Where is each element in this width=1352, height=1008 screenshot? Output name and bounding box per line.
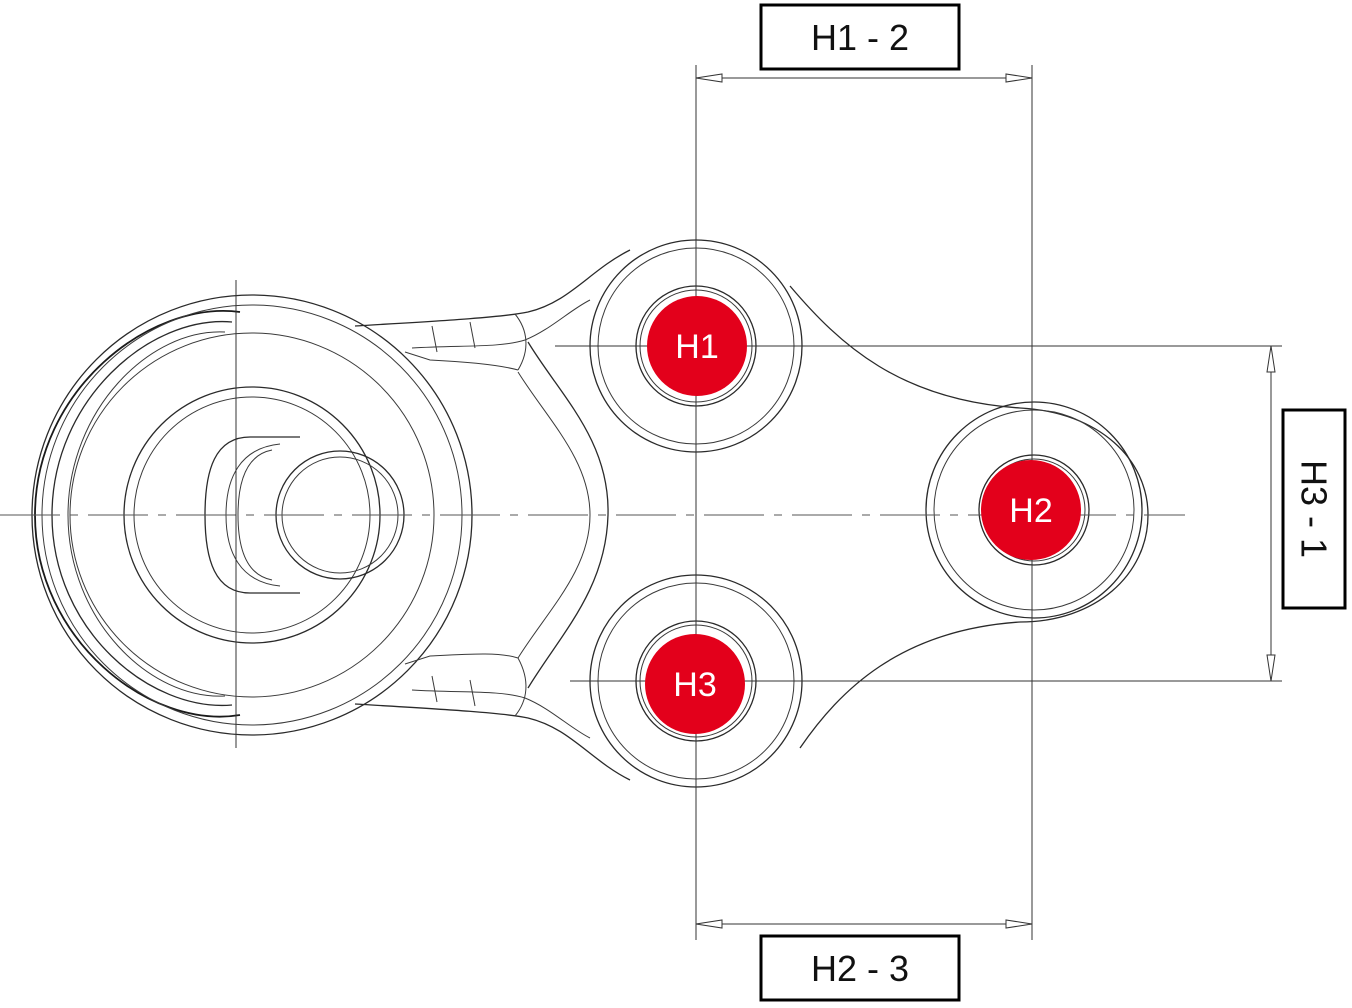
- arrow-right-bottom: [1005, 919, 1033, 929]
- hole-label-h2: H2: [1009, 492, 1052, 530]
- dimension-text-h3-1: H3 - 1: [1294, 460, 1335, 558]
- hole-label-h3: H3: [673, 666, 716, 704]
- dimension-label-bottom: H2 - 3: [759, 934, 961, 1002]
- arrow-up-right: [1266, 345, 1276, 373]
- hole-label-h1: H1: [675, 328, 718, 366]
- arrow-right-top: [1005, 73, 1033, 83]
- hole-marker-h2-dot: [981, 460, 1081, 560]
- arrow-left-top: [695, 73, 723, 83]
- dimension-label-right: H3 - 1: [1281, 408, 1347, 610]
- arrow-down-right: [1266, 654, 1276, 682]
- hole-marker-h3: H3: [645, 634, 745, 734]
- hole-marker-h2: H2: [981, 460, 1081, 560]
- arrow-left-bottom: [695, 919, 723, 929]
- hole-marker-h3-dot: [645, 634, 745, 734]
- dimension-text-h1-2: H1 - 2: [811, 17, 909, 58]
- hole-marker-h1-dot: [647, 296, 747, 396]
- hole-marker-h1: H1: [647, 296, 747, 396]
- center-lines: [0, 65, 1282, 940]
- control-arm-plate: [354, 249, 1021, 781]
- dimension-lines: [695, 73, 1276, 929]
- dimension-text-h2-3: H2 - 3: [811, 948, 909, 989]
- dimension-label-top: H1 - 2: [759, 3, 961, 71]
